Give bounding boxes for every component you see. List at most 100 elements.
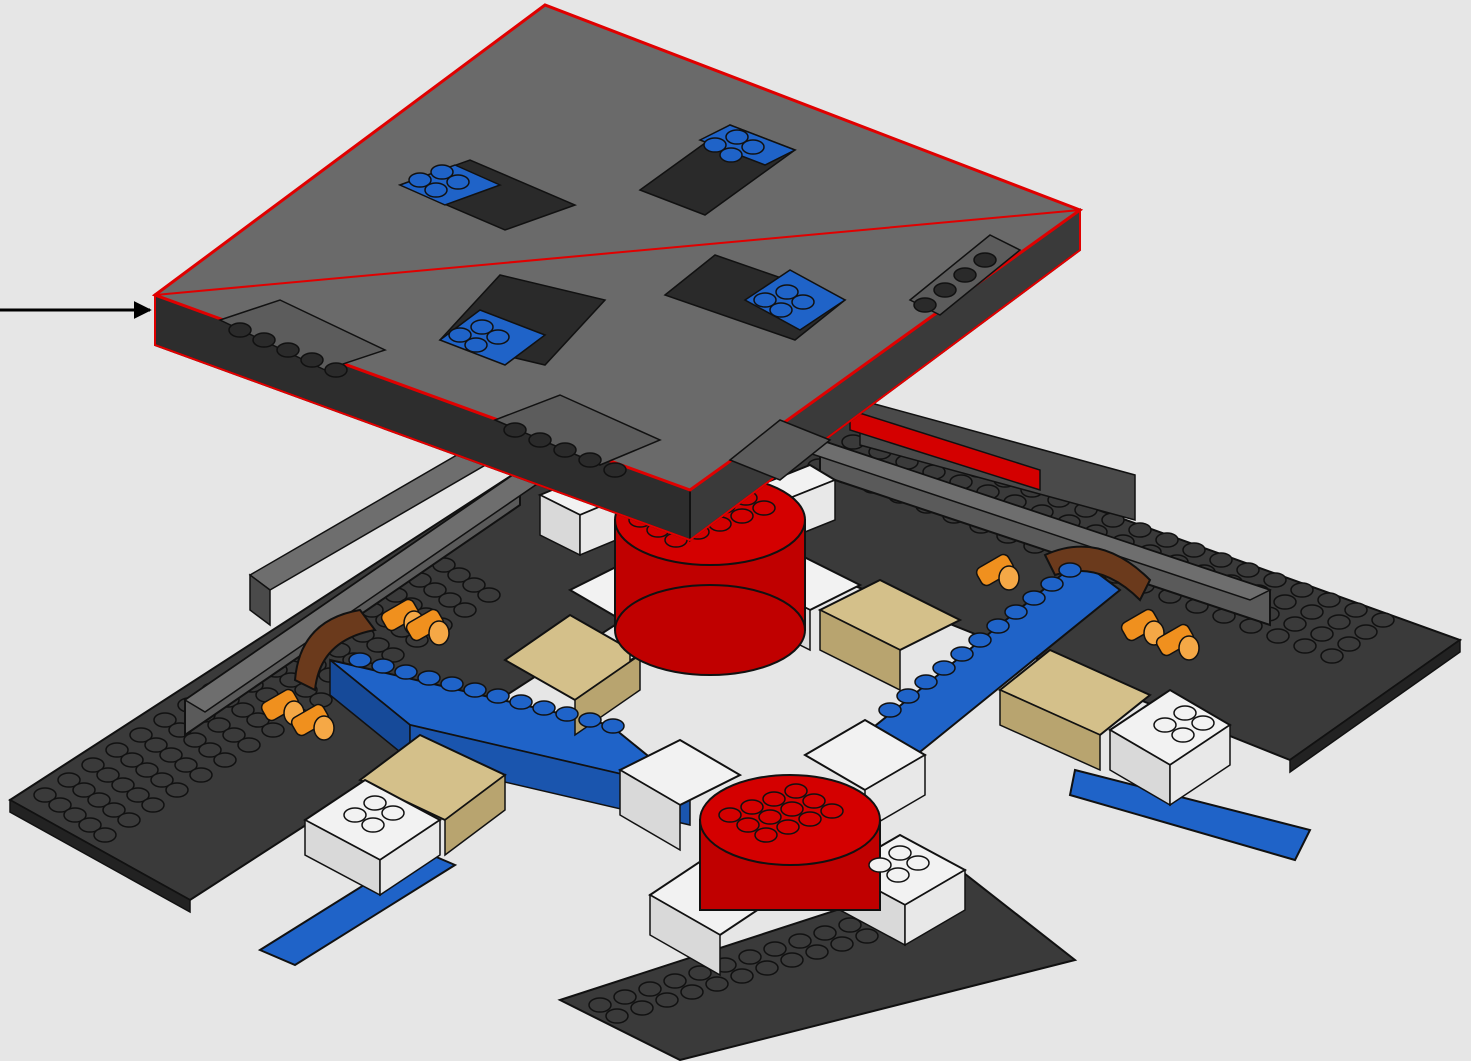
orange-pin-end (314, 716, 334, 740)
blue-brick-stud (441, 677, 463, 691)
base-stud (614, 990, 636, 1004)
blue-brick-stud (510, 695, 532, 709)
plate-edge-stud (325, 363, 347, 377)
blue-plate-stud (465, 338, 487, 352)
blue-brick-stud (1041, 577, 1063, 591)
white-brick-stud (362, 818, 384, 832)
base-stud (1301, 605, 1323, 619)
plate-edge-stud (301, 353, 323, 367)
white-brick-stud (907, 856, 929, 870)
red-plate-stud (781, 802, 803, 816)
white-brick-stud (1154, 718, 1176, 732)
base-stud (1183, 543, 1205, 557)
base-stud (739, 950, 761, 964)
red-plate-stud (755, 828, 777, 842)
blue-plate-stud (720, 148, 742, 162)
white-brick-stud (382, 806, 404, 820)
blue-plate-stud (425, 183, 447, 197)
base-stud (166, 783, 188, 797)
red-plate-stud (799, 812, 821, 826)
plate-edge-stud (974, 253, 996, 267)
red-plate-stud (785, 784, 807, 798)
blue-plate-stud (742, 140, 764, 154)
blue-brick-stud (395, 665, 417, 679)
blue-plate-stud (770, 303, 792, 317)
base-stud (1355, 625, 1377, 639)
blue-brick-stud (1023, 591, 1045, 605)
base-stud (814, 926, 836, 940)
blue-brick-stud (602, 719, 624, 733)
base-stud (781, 953, 803, 967)
red-plate-stud (719, 808, 741, 822)
base-stud (478, 588, 500, 602)
base-stud (856, 929, 878, 943)
blue-brick-stud (533, 701, 555, 715)
white-brick-stud (887, 868, 909, 882)
base-stud (664, 974, 686, 988)
base-stud (1129, 523, 1151, 537)
base-stud (1372, 613, 1394, 627)
blue-brick-stud (372, 659, 394, 673)
base-stud (831, 937, 853, 951)
blue-brick-stud (1059, 563, 1081, 577)
base-stud (1264, 573, 1286, 587)
red-plate-stud (737, 818, 759, 832)
white-brick-stud (1192, 716, 1214, 730)
blue-plate-stud (487, 330, 509, 344)
red-plate-stud (759, 810, 781, 824)
blue-plate-stud (792, 295, 814, 309)
blue-plate-stud (447, 175, 469, 189)
orange-pin-end (429, 621, 449, 645)
red-plate-stud (753, 501, 775, 515)
base-stud (1294, 639, 1316, 653)
plate-edge-stud (954, 268, 976, 282)
base-stud (238, 738, 260, 752)
base-stud (606, 1009, 628, 1023)
base-stud (1338, 637, 1360, 651)
base-stud (681, 985, 703, 999)
base-stud (706, 977, 728, 991)
red-plate-stud (821, 804, 843, 818)
base-stud (214, 753, 236, 767)
blue-brick-stud (987, 619, 1009, 633)
base-stud (1321, 649, 1343, 663)
base-stud (764, 942, 786, 956)
base-stud (1210, 553, 1232, 567)
plate-edge-stud (253, 333, 275, 347)
base-stud (639, 982, 661, 996)
orange-pin-end (999, 566, 1019, 590)
blue-brick-stud (1005, 605, 1027, 619)
red-plate-stud (803, 794, 825, 808)
base-stud (142, 798, 164, 812)
plate-edge-stud (604, 463, 626, 477)
red-plate-stud (731, 509, 753, 523)
base-stud (731, 969, 753, 983)
base-stud (454, 603, 476, 617)
red-plate-stud (777, 820, 799, 834)
blue-brick-stud (418, 671, 440, 685)
base-stud (1267, 629, 1289, 643)
white-brick-stud (1174, 706, 1196, 720)
blue-brick-stud (349, 653, 371, 667)
base-stud (1284, 617, 1306, 631)
base-stud (656, 993, 678, 1007)
blue-brick-stud (897, 689, 919, 703)
base-stud (1318, 593, 1340, 607)
blue-brick-stud (579, 713, 601, 727)
base-stud (1291, 583, 1313, 597)
base-stud (1237, 563, 1259, 577)
plate-edge-stud (914, 298, 936, 312)
plate-edge-stud (529, 433, 551, 447)
blue-brick-stud (951, 647, 973, 661)
base-stud (589, 998, 611, 1012)
red-plate-stud (763, 792, 785, 806)
orange-pin-end (1179, 636, 1199, 660)
blue-brick-stud (556, 707, 578, 721)
blue-brick-stud (933, 661, 955, 675)
white-brick-stud (344, 808, 366, 822)
plate-edge-stud (579, 453, 601, 467)
plate-edge-stud (554, 443, 576, 457)
base-stud (1274, 595, 1296, 609)
